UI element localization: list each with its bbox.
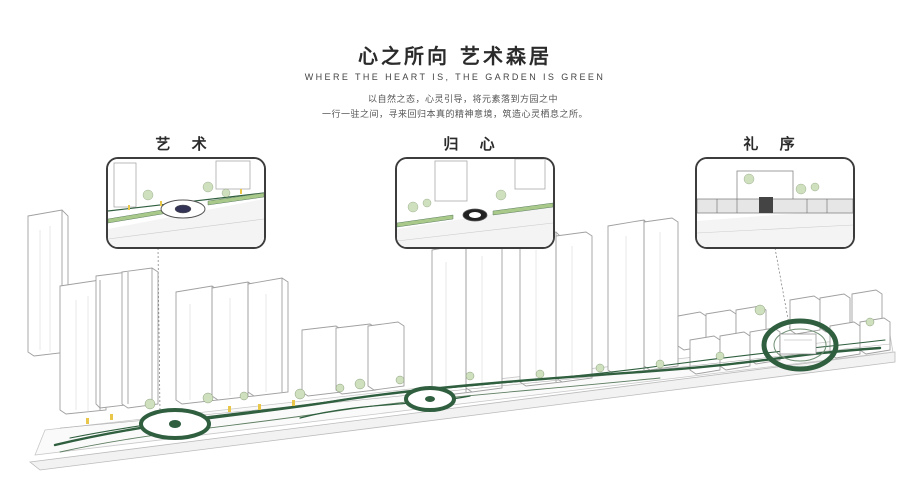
ground-plane [29, 334, 896, 471]
description-line-1: 以自然之态，心灵引导，将元素落到方园之中 [367, 95, 558, 105]
inset-return-drawing [397, 159, 553, 247]
page-subtitle: WHERE THE HEART IS, THE GARDEN IS GREEN [304, 72, 606, 82]
page-title: 心之所向 艺术森居 [358, 44, 552, 68]
description-line-2: 一行一驻之间，寻来回归本真的精神意境，筑造心灵栖息之所。 [321, 110, 588, 120]
trees [144, 304, 875, 410]
inset-return [395, 157, 555, 249]
inset-art-drawing [108, 159, 264, 247]
callout-label-return: 归 心 [443, 135, 503, 153]
inset-ritual [695, 157, 855, 249]
buildings-background [27, 209, 891, 415]
node-ritual [761, 318, 839, 372]
leader-line-ritual [774, 247, 791, 331]
node-return [404, 386, 456, 412]
node-art [139, 408, 211, 440]
inset-ritual-drawing [697, 159, 853, 247]
callout-label-art: 艺 术 [155, 135, 215, 153]
tower-window-lines [39, 226, 661, 412]
callout-label-ritual: 礼 序 [743, 135, 803, 153]
leader-line-art [157, 247, 161, 413]
inset-art [106, 157, 266, 249]
